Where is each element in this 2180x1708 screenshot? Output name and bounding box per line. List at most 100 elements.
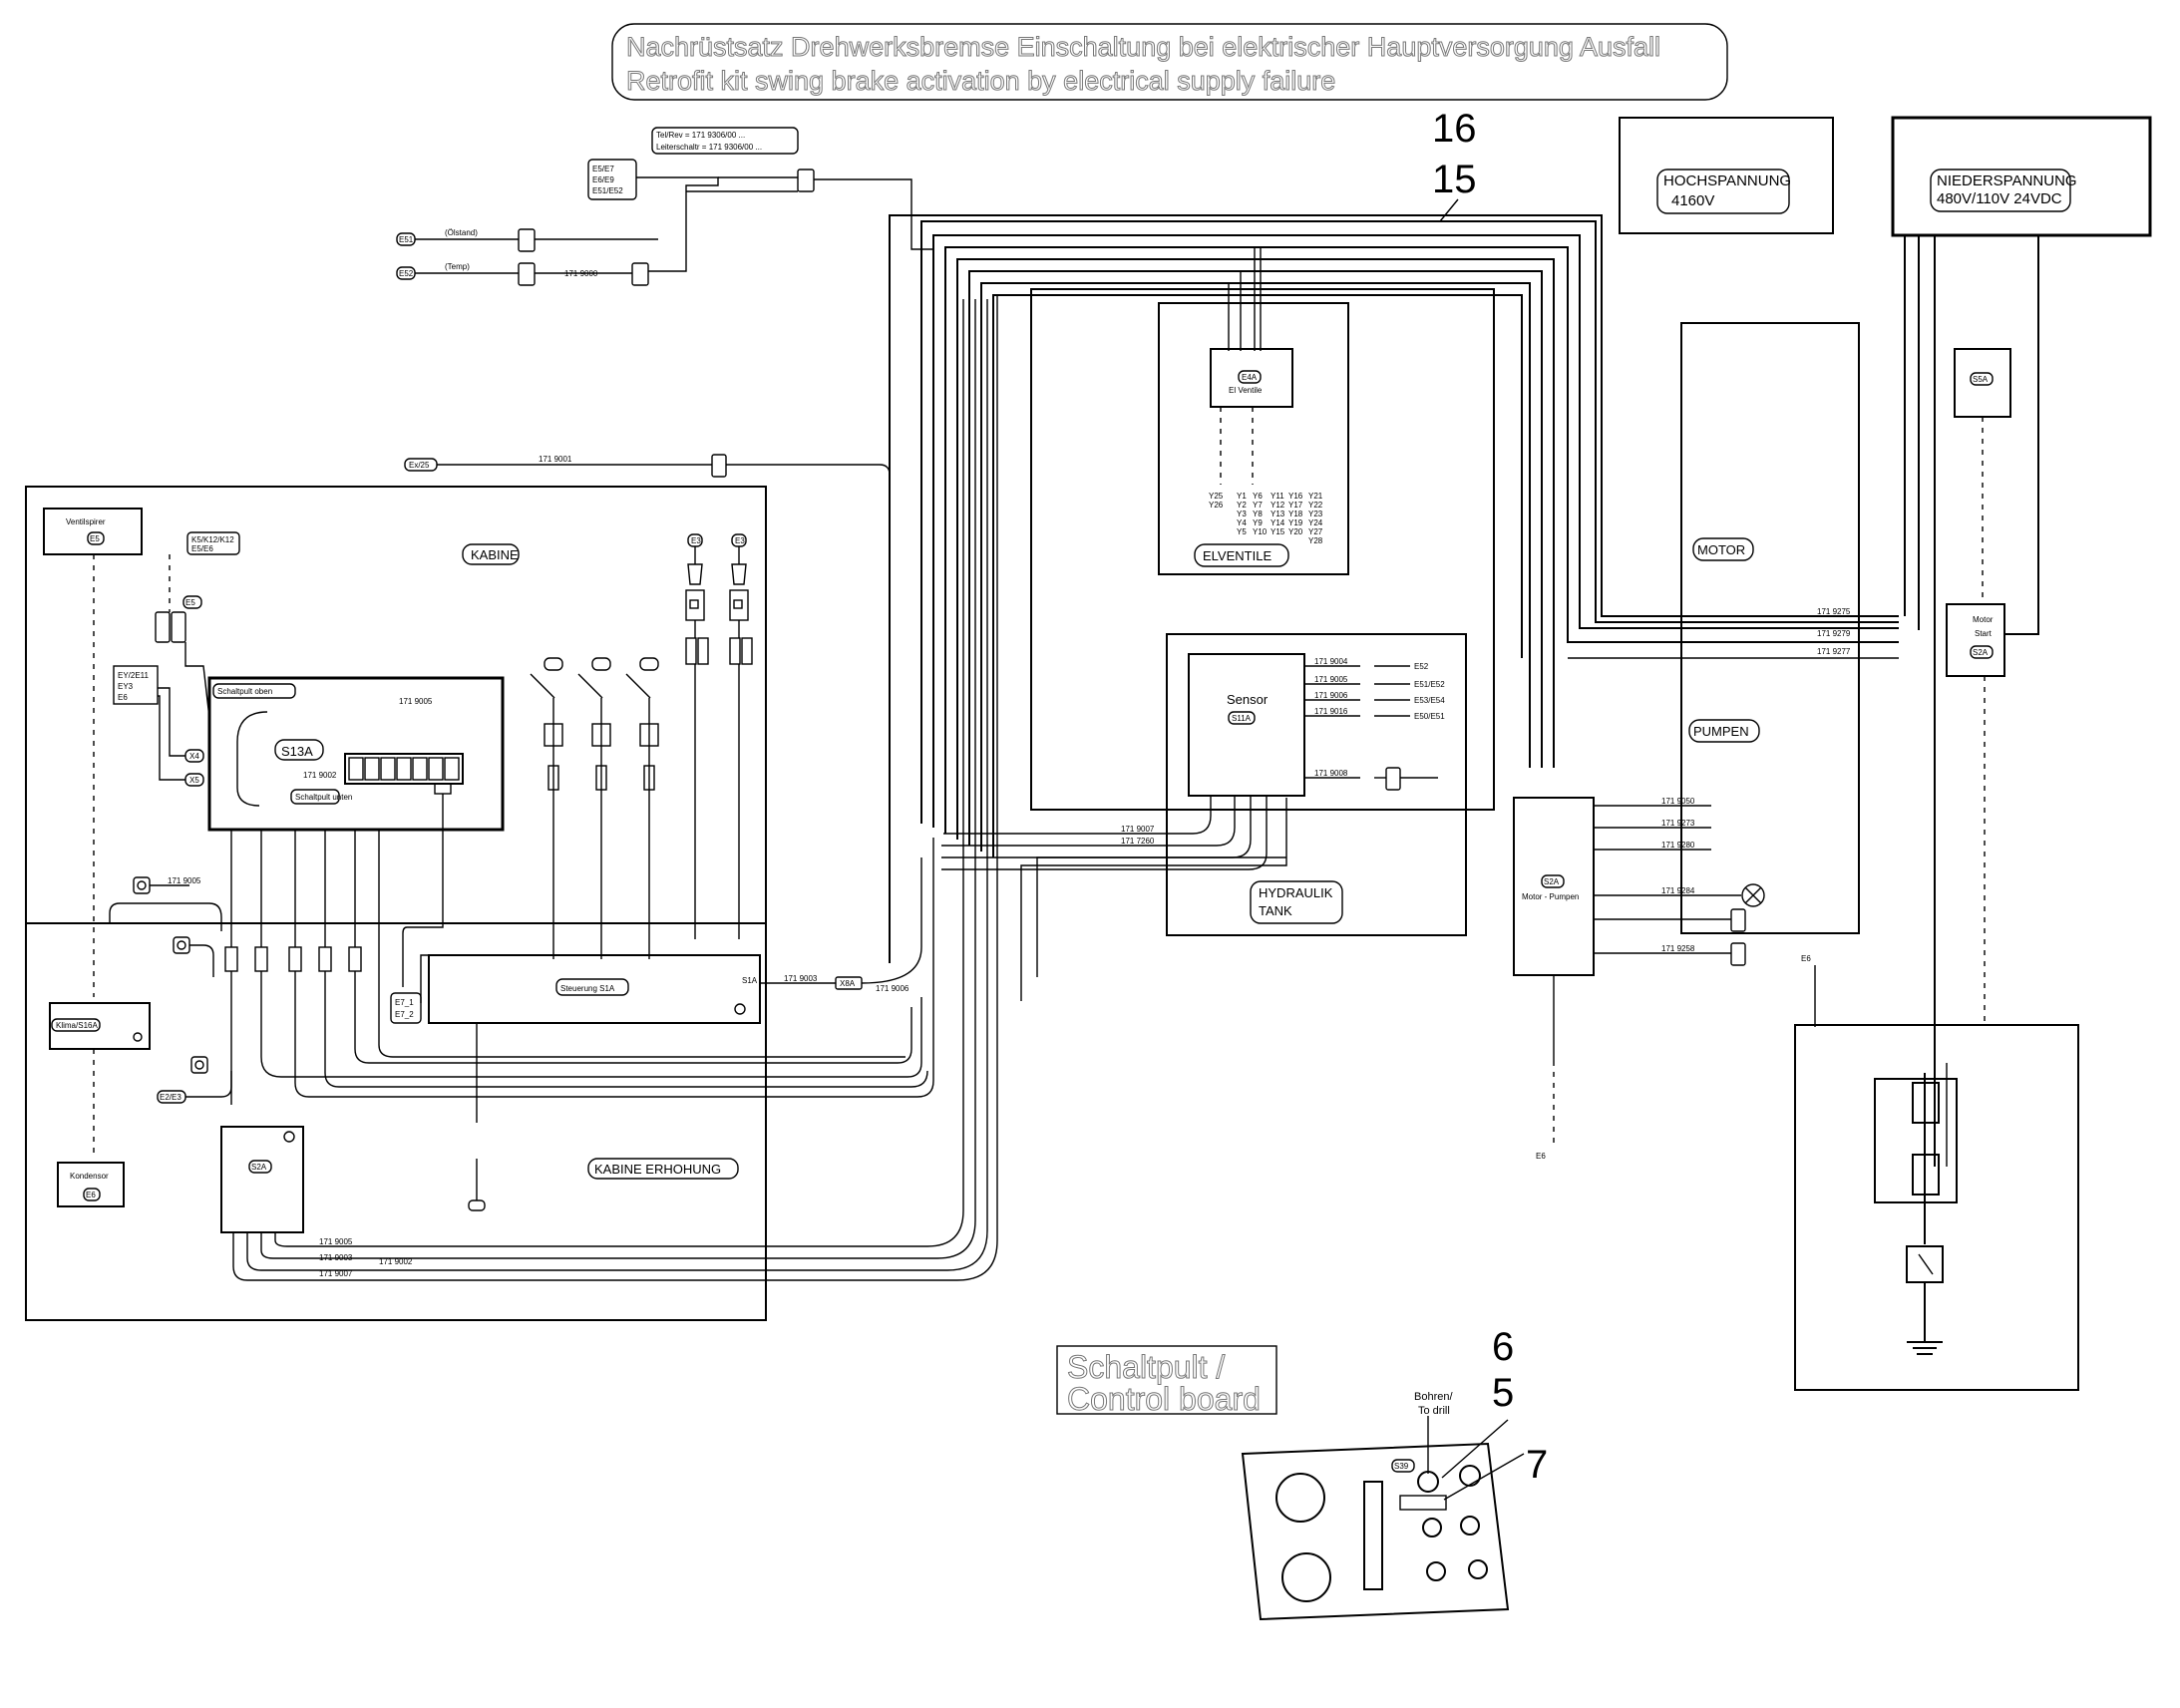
- motor-start-feed: 171 9275 171 9279 171 9277: [1568, 607, 1899, 659]
- motor-start-b: Start: [1975, 629, 1993, 638]
- schaltpult-oben: Schaltpult oben: [217, 687, 272, 696]
- svg-text:S1A: S1A: [742, 976, 758, 985]
- elventile-sub: El Ventile: [1229, 386, 1263, 395]
- wire-h5: 171 9008: [1314, 769, 1348, 778]
- svg-text:Y4: Y4: [1237, 518, 1247, 527]
- motor-pumpen-bottom-tag: E6: [1536, 1152, 1546, 1161]
- wire-h3: 171 9006: [1314, 691, 1348, 700]
- svg-text:Y13: Y13: [1271, 510, 1285, 518]
- tag-e55: E50/E51: [1414, 712, 1445, 721]
- label-e6-e9: E6/E9: [592, 175, 614, 184]
- svg-text:171 9007: 171 9007: [319, 1269, 353, 1278]
- elventile-id: E4A: [1242, 373, 1258, 382]
- svg-text:171 9275: 171 9275: [1817, 607, 1851, 616]
- drill-a: Bohren/: [1414, 1391, 1453, 1403]
- s13a-wire: 171 9002: [303, 771, 337, 780]
- control-board-tag: S39: [1394, 1462, 1409, 1471]
- label-e5-e7: E5/E7: [592, 165, 614, 173]
- sensor-label: Sensor: [1227, 692, 1269, 707]
- knob-icon: [1275, 1473, 1325, 1523]
- label-temp: (Temp): [445, 262, 470, 271]
- x5-tag: X5: [189, 776, 199, 785]
- svg-text:E3: E3: [735, 536, 745, 545]
- motor-pumpen-box: S2A Motor - Pumpen 171 9050 171 9273 171…: [1513, 797, 1765, 1161]
- svg-text:Y15: Y15: [1271, 527, 1285, 536]
- svg-text:Y3: Y3: [1237, 510, 1247, 518]
- cab-s2a-id: S2A: [251, 1163, 267, 1172]
- kondensor-label: Kondensor: [70, 1172, 109, 1181]
- svg-text:Y20: Y20: [1288, 527, 1303, 536]
- tag-ex25: Ex/25: [409, 461, 430, 470]
- svg-text:Y7: Y7: [1253, 501, 1263, 510]
- svg-text:171 9277: 171 9277: [1817, 647, 1851, 656]
- ey-tag-a: EY/2E11: [118, 671, 150, 680]
- wire-h1: 171 9004: [1314, 657, 1348, 666]
- kondensor-id: E6: [86, 1191, 96, 1199]
- ventil-id: E5: [90, 534, 100, 543]
- wire-x8a: 171 9006: [876, 984, 909, 993]
- motor-pumpen-id: S2A: [1544, 877, 1560, 886]
- ey-tag-b: EY3: [118, 682, 134, 691]
- control-board-title-b: Control board: [1067, 1381, 1261, 1417]
- svg-text:171 9258: 171 9258: [1661, 944, 1695, 953]
- console-legs: [224, 794, 934, 1105]
- callout-16: 16: [1432, 107, 1477, 151]
- svg-text:171 9273: 171 9273: [1661, 819, 1695, 828]
- toggle-switches: [530, 657, 659, 959]
- svg-text:Y22: Y22: [1308, 501, 1323, 510]
- switch-icon: [1906, 1245, 1944, 1283]
- svg-text:Y26: Y26: [1209, 501, 1224, 510]
- wire-h2: 171 9005: [1314, 675, 1348, 684]
- svg-text:171 9279: 171 9279: [1817, 629, 1851, 638]
- svg-text:Y10: Y10: [1253, 527, 1268, 536]
- wire-label-a: 171 9000: [564, 269, 598, 278]
- label-tel-rev: Tel/Rev = 171 9306/00 ...: [656, 131, 745, 140]
- svg-text:Y27: Y27: [1308, 527, 1323, 536]
- niederspannung-value: 480V/110V 24VDC: [1937, 190, 2062, 207]
- label-e51: E51: [399, 235, 414, 244]
- svg-text:Y17: Y17: [1288, 501, 1303, 510]
- svg-text:Y1: Y1: [1237, 492, 1247, 501]
- kabine-erhohung-label: KABINE ERHOHUNG: [594, 1162, 721, 1177]
- joystick-left: E3: [685, 533, 709, 939]
- connector-ex25: [711, 454, 727, 478]
- svg-text:171 9003: 171 9003: [319, 1253, 353, 1262]
- hochspannung-value: 4160V: [1671, 192, 1714, 209]
- label-leiterschaltr: Leiterschaltr = 171 9306/00 ...: [656, 143, 762, 152]
- svg-text:Y16: Y16: [1288, 492, 1303, 501]
- kabine-label: KABINE: [471, 547, 519, 562]
- connector-hydraulik: [1385, 767, 1401, 791]
- tank-label: TANK: [1259, 903, 1292, 918]
- connector-top: [797, 169, 815, 192]
- joystick-right: E3: [729, 533, 753, 939]
- wire-label-ex25: 171 9001: [539, 455, 572, 464]
- svg-text:171 9050: 171 9050: [1661, 797, 1695, 806]
- wire-h6: 171 9007: [1121, 825, 1155, 834]
- title-en: Retrofit kit swing brake activation by e…: [626, 66, 1335, 96]
- drill-b: To drill: [1418, 1405, 1450, 1417]
- motor-pumpen-column: MOTOR PUMPEN: [1680, 322, 1860, 934]
- kabine-panel: KABINE KABINE ERHOHUNG Ventilspirer E5 K…: [25, 295, 998, 1321]
- svg-text:171 9002: 171 9002: [379, 1257, 413, 1266]
- svg-text:Y12: Y12: [1271, 501, 1285, 510]
- hochspannung-panel: HOCHSPANNUNG 4160V: [1619, 117, 1834, 234]
- hydraulik-label: HYDRAULIK: [1259, 885, 1333, 900]
- label-e52: E52: [399, 269, 414, 278]
- button-5-icon: [1417, 1471, 1439, 1493]
- callout-15-leader: [1439, 198, 1459, 222]
- s5a-box: S5A: [1954, 348, 2011, 598]
- svg-text:171 9280: 171 9280: [1661, 841, 1695, 850]
- svg-text:171 9005: 171 9005: [168, 876, 201, 885]
- connector-e51: [518, 228, 536, 252]
- svg-text:Y25: Y25: [1209, 492, 1224, 501]
- wire-h4: 171 9016: [1314, 707, 1348, 716]
- k-tag-a: K5/K12/K12: [191, 535, 234, 544]
- bottom-tag: E2/E3: [160, 1093, 182, 1102]
- motor-start-id: S2A: [1973, 648, 1989, 657]
- connector-e52b: [631, 262, 649, 286]
- niederspannung-label: NIEDERSPANNUNG: [1937, 172, 2077, 189]
- connector-e52: [518, 262, 536, 286]
- s13a-label: S13A: [281, 744, 313, 759]
